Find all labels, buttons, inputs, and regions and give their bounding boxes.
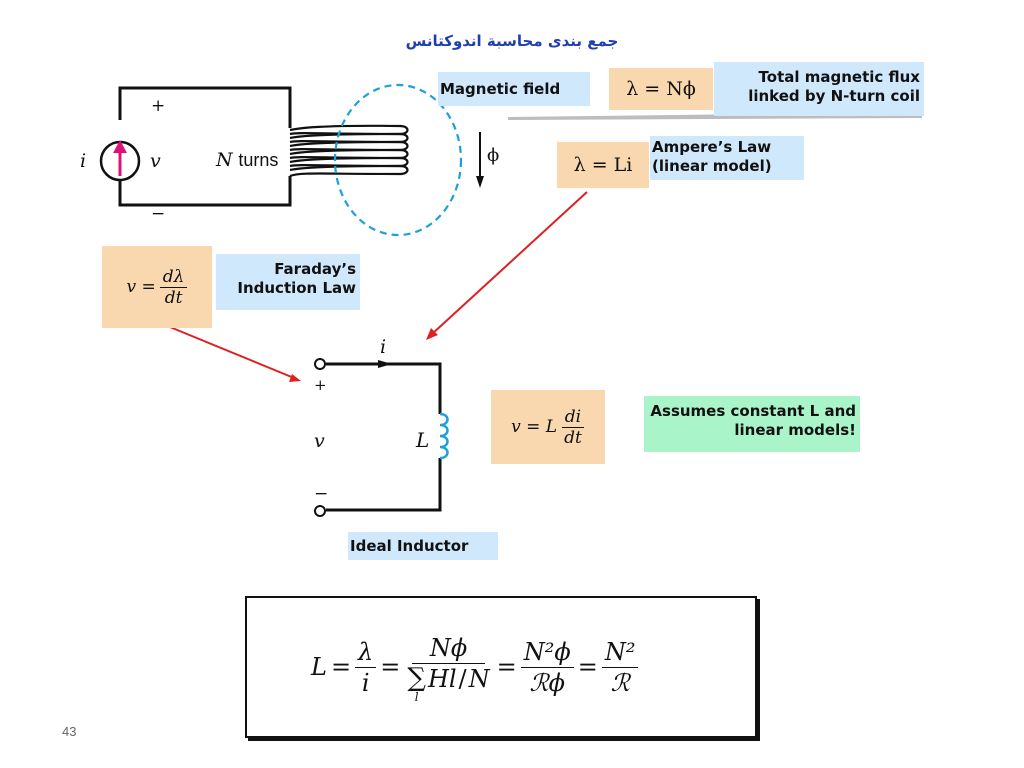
formula-eq-3: = <box>496 653 517 681</box>
formula-sum-symbol: ∑ <box>407 662 426 693</box>
coil-circuit <box>118 86 292 207</box>
inductor-equation: v = L di dt <box>491 390 605 464</box>
arrow-head-ampere <box>426 328 438 340</box>
total-flux-label: Total magnetic flux linked by N-turn coi… <box>748 68 920 105</box>
terminal-bottom-icon <box>314 505 326 517</box>
formula-N2: N² <box>601 637 639 668</box>
n-symbol: N <box>216 149 233 171</box>
formula-sum-den: ∑ l Hl / N <box>407 662 490 704</box>
faraday-equation: v = dλ dt <box>102 246 212 328</box>
faraday-numerator: dλ <box>159 267 188 288</box>
coil-current-label: i <box>80 150 87 172</box>
formula-L: L <box>311 653 327 681</box>
current-arrow-icon <box>378 360 392 368</box>
flux-arrow-head <box>476 176 484 188</box>
ampere-equation: λ = Li <box>557 142 649 188</box>
arrow-faraday-to-inductor <box>147 317 295 379</box>
inductor-l-label: L <box>416 428 430 452</box>
inductor-eq-lhs: v = L <box>511 417 558 437</box>
formula-N2phi: N²ϕ <box>520 637 574 668</box>
turns-text: turns <box>238 150 279 170</box>
formula-sum-sub: l <box>414 689 419 704</box>
coil-windings-icon <box>289 124 409 178</box>
formula-lambda: λ <box>355 637 377 668</box>
terminal-top-icon <box>314 358 326 370</box>
formula-i: i <box>361 668 370 697</box>
inductor-eq-denominator: dt <box>564 427 582 448</box>
coil-minus-label: − <box>151 204 166 224</box>
inductor-eq-numerator: di <box>561 407 585 428</box>
inductance-formula: L = λ i = Nϕ ∑ l Hl / N = N²ϕ ℛϕ = N² <box>311 622 639 712</box>
inductor-current-label: i <box>380 336 387 358</box>
magnetic-field-label: Magnetic field <box>438 72 590 106</box>
source-arrow-head <box>113 140 127 153</box>
top-wire <box>118 86 292 128</box>
ideal-inductor-circuit <box>326 362 442 512</box>
formula-eq-1: = <box>330 653 352 681</box>
flux-equation: λ = Nϕ <box>609 68 713 110</box>
n-turns-label: N turns <box>216 149 278 171</box>
formula-eq-2: = <box>380 653 401 681</box>
formula-Rphi: ℛϕ <box>529 668 565 697</box>
arrow-ampere-to-inductor <box>431 191 588 335</box>
faraday-denominator: dt <box>164 287 183 308</box>
formula-eq-4: = <box>577 653 598 681</box>
page-number: 43 <box>62 724 77 739</box>
arrow-head-faraday <box>289 374 301 382</box>
ideal-inductor-caption: Ideal Inductor <box>348 532 498 560</box>
slide-title: جمع بندی محاسبة اندوکتانس <box>405 32 619 50</box>
inductor-coil-icon <box>439 412 449 460</box>
formula-R: ℛ <box>610 668 630 697</box>
inductor-voltage-label: v <box>314 430 325 452</box>
assumptions-note: Assumes constant L and linear models! <box>644 396 860 452</box>
ampere-law-label: Ampere’s Law (linear model) <box>650 136 804 180</box>
faraday-law-label: Faraday’s Induction Law <box>216 254 360 310</box>
formula-Nphi: Nϕ <box>411 633 486 664</box>
formula-Hl: Hl <box>427 664 457 693</box>
faraday-lhs: v = <box>126 277 156 297</box>
inductance-formula-box: L = λ i = Nϕ ∑ l Hl / N = N²ϕ ℛϕ = N² <box>245 596 757 738</box>
coil-plus-label: + <box>151 96 166 116</box>
inductor-minus-label: − <box>314 484 329 504</box>
flux-phi-label: ϕ <box>487 145 500 166</box>
inductor-plus-label: + <box>314 376 327 394</box>
formula-N: N <box>468 664 490 693</box>
coil-voltage-label: v <box>150 150 161 172</box>
magnetic-field-loop <box>333 83 463 237</box>
bottom-wire <box>118 176 292 207</box>
